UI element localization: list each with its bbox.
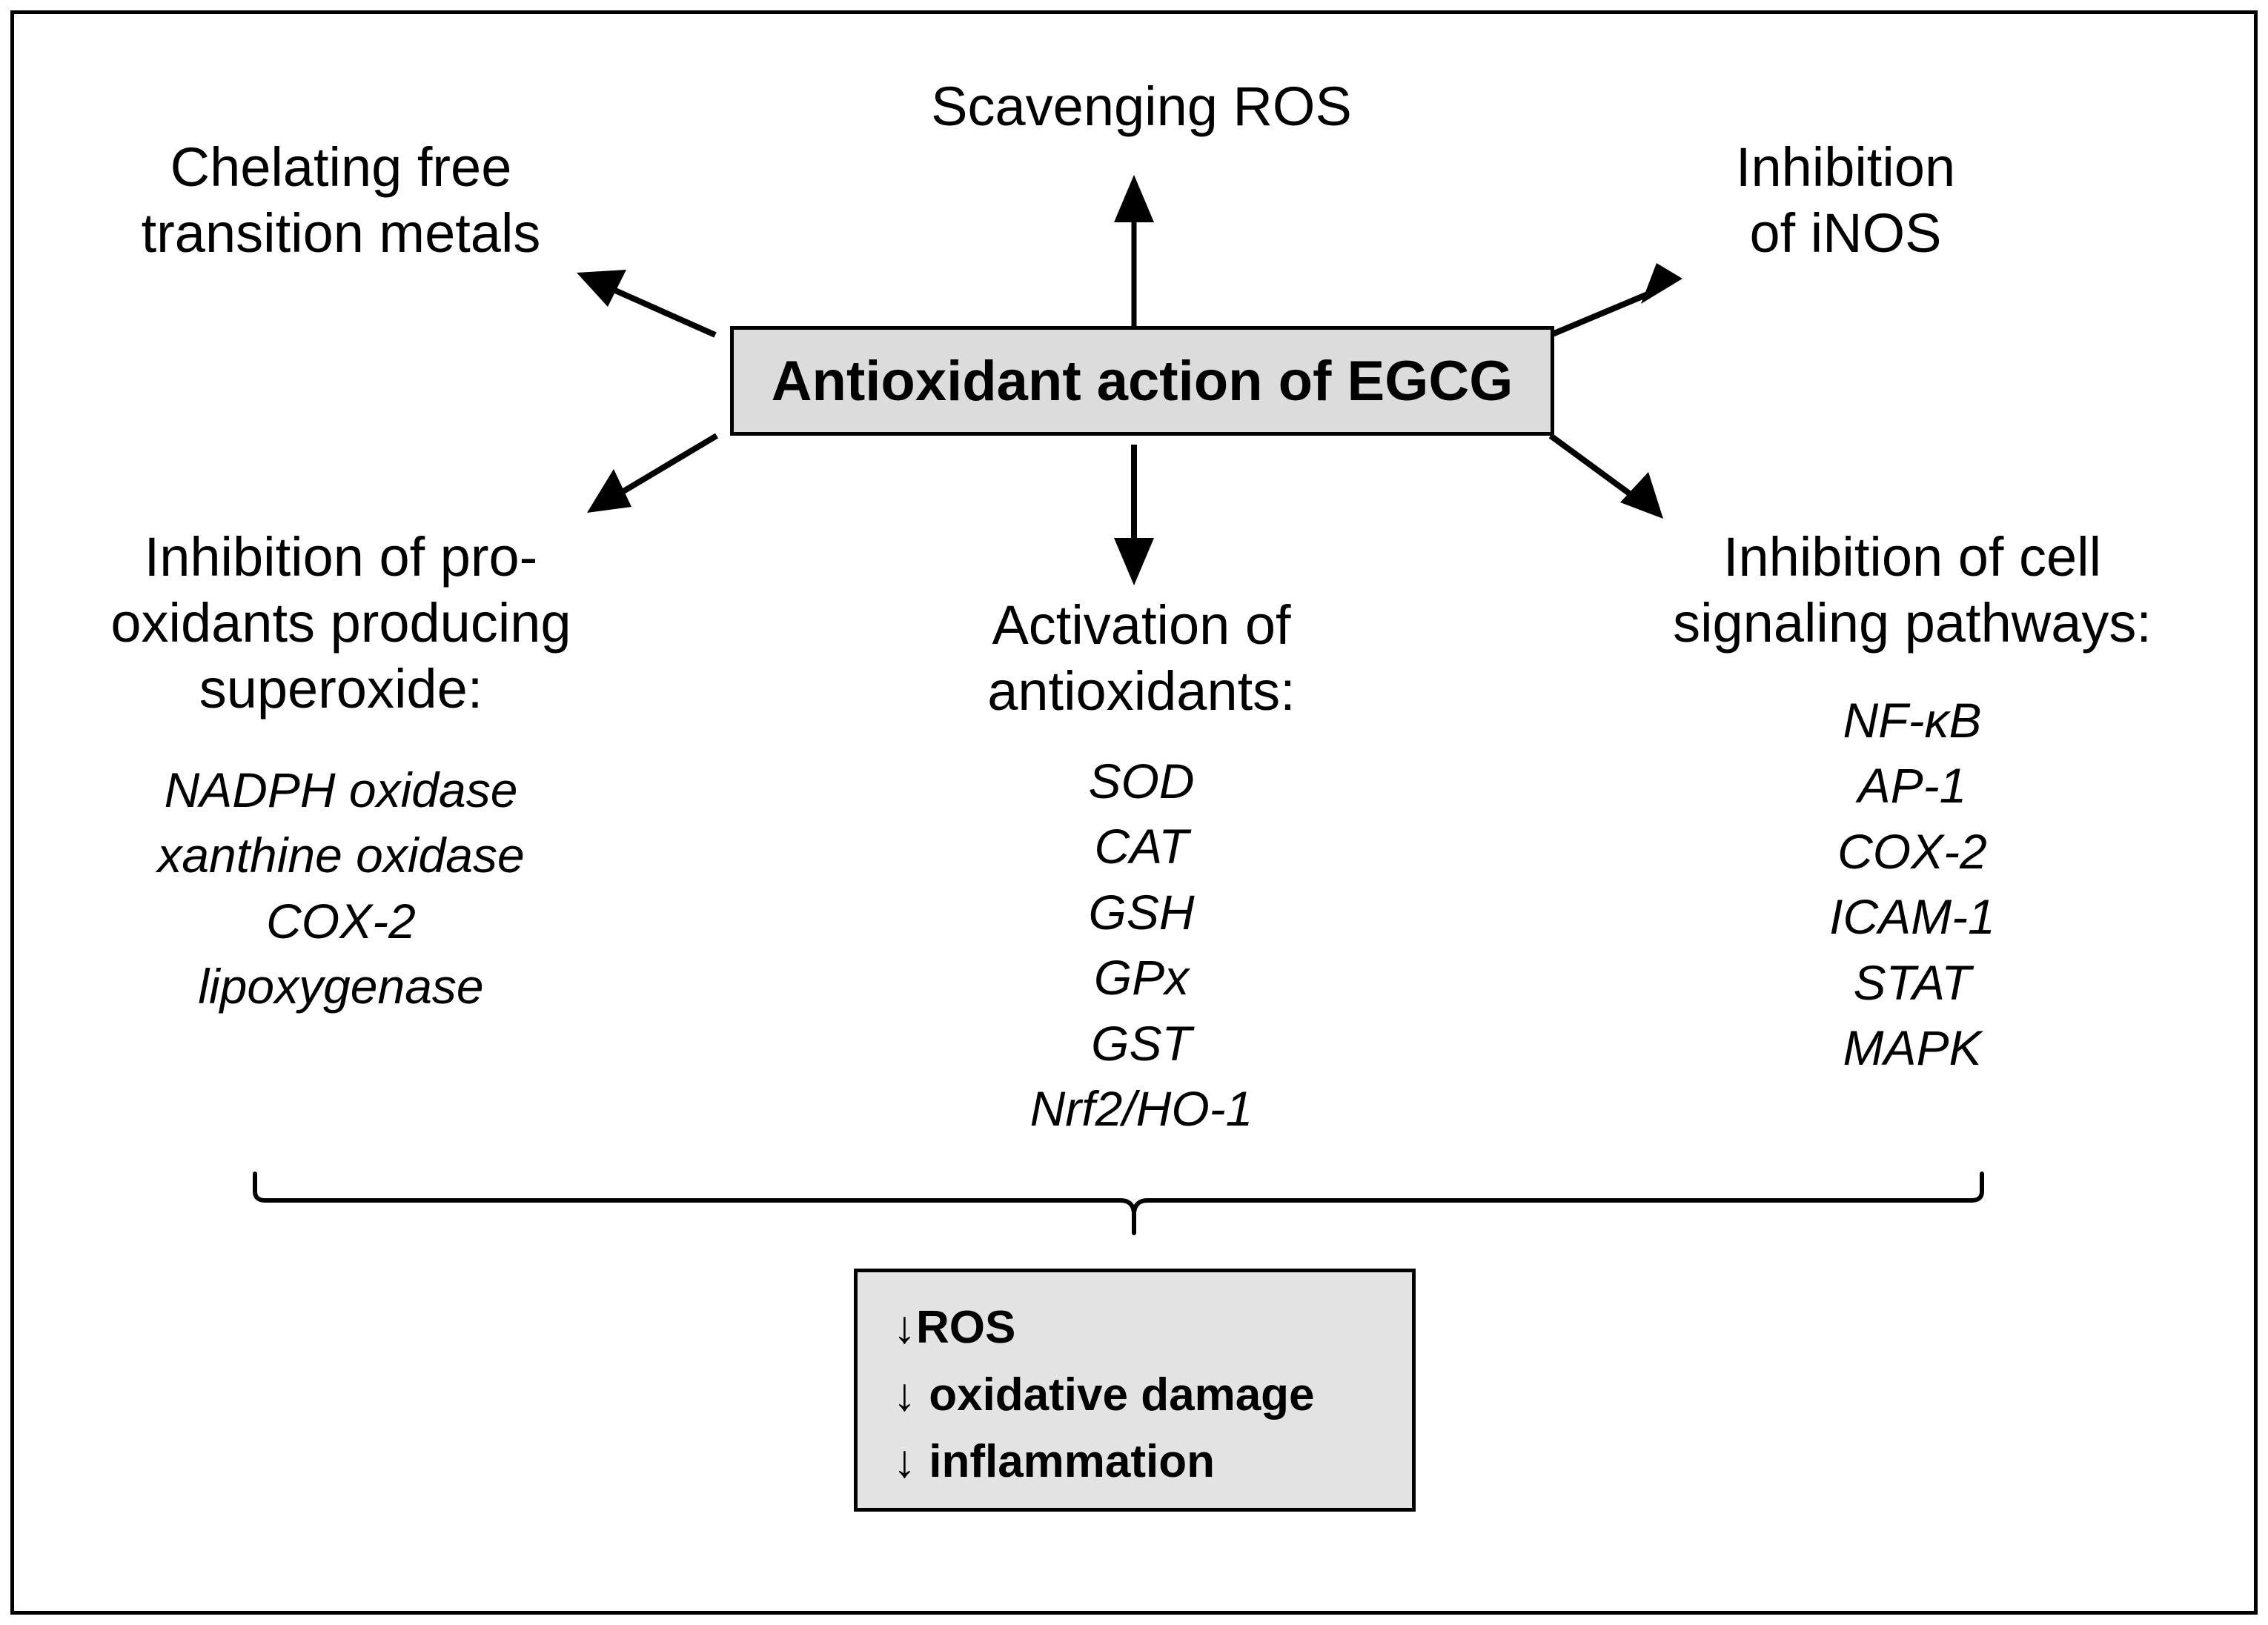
outcome-line: ↓ oxidative damage <box>893 1369 1315 1420</box>
list-item: GPx <box>1093 950 1190 1006</box>
list-item: SOD <box>1088 754 1195 808</box>
central-node-antioxidant-action: Antioxidant action of EGCG <box>730 326 1554 436</box>
list-item: CAT <box>1094 819 1189 874</box>
outcome-node-reduced-ros: ↓ROS ↓ oxidative damage ↓ inflammation <box>854 1269 1416 1512</box>
list-item: AP-1 <box>1857 758 1967 814</box>
outcome-line: ↓ inflammation <box>893 1436 1216 1488</box>
list-item: NADPH oxidase <box>164 762 518 817</box>
list-item: NF-κB <box>1843 693 1982 748</box>
list-item: xanthine oxidase <box>157 828 525 883</box>
list-item: COX-2 <box>266 893 416 948</box>
list-item: Nrf2/HO-1 <box>1029 1081 1253 1137</box>
branch-label-chelating-free-transition-metals: Chelating free transition metals <box>141 136 541 264</box>
branch-heading-inhibition-of-cell-signaling-pathways: Inhibition of cell signaling pathways: <box>1673 526 2152 654</box>
list-item: GST <box>1091 1015 1192 1071</box>
list-item: STAT <box>1853 954 1972 1010</box>
list-item: ICAM-1 <box>1829 889 1995 945</box>
branch-heading-inhibition-of-pro-oxidants: Inhibition of pro- oxidants producing su… <box>110 526 571 720</box>
figure-border <box>10 10 2258 1615</box>
list-item: MAPK <box>1843 1020 1982 1076</box>
central-node-label: Antioxidant action of EGCG <box>771 349 1513 413</box>
list-item: COX-2 <box>1837 823 1987 879</box>
list-item: lipoxygenase <box>198 959 484 1014</box>
branch-label-inhibition-of-inos: Inhibition of iNOS <box>1735 136 1956 264</box>
branch-heading-activation-of-antioxidants: Activation of antioxidants: <box>987 594 1296 722</box>
branch-label-scavenging-ros: Scavenging ROS <box>931 76 1352 137</box>
outcome-line: ↓ROS <box>893 1302 1016 1353</box>
list-item: GSH <box>1088 884 1195 940</box>
outcome-lines: ↓ROS ↓ oxidative damage ↓ inflammation <box>893 1295 1412 1496</box>
